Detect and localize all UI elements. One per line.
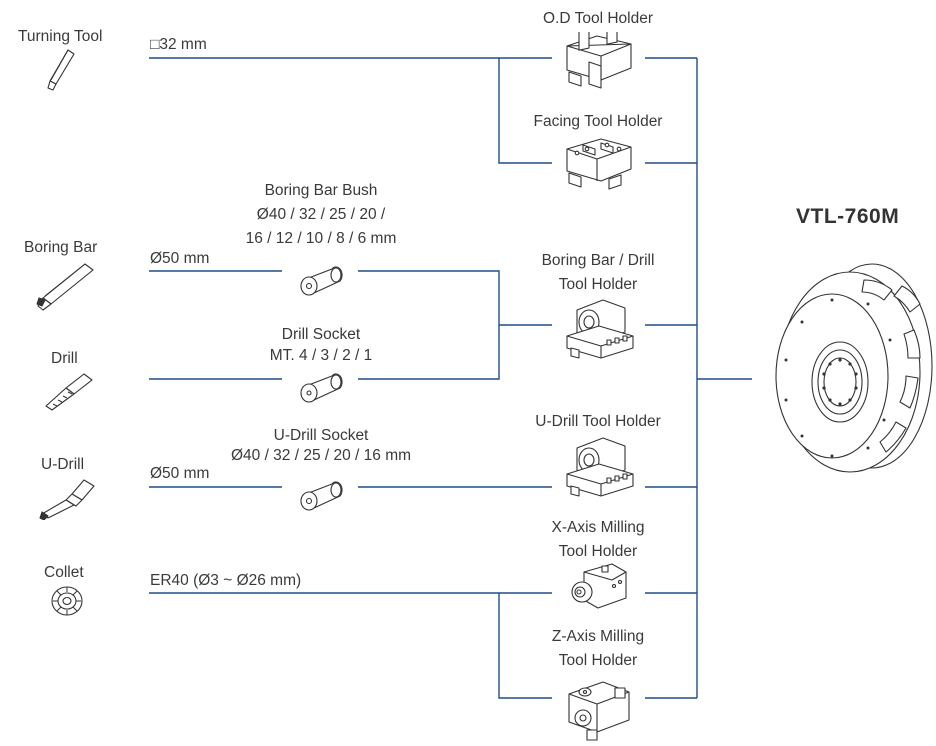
od-holder-label: O.D Tool Holder [543,10,653,27]
udrill-socket-sizes: Ø40 / 32 / 25 / 20 / 16 mm [230,447,412,464]
zmill-holder-label-1: Z-Axis Milling [551,628,645,645]
collet-spec: ER40 (Ø3 ~ Ø26 mm) [150,572,302,589]
xmill-holder-label-2: Tool Holder [558,543,638,560]
udrill-socket-title: U-Drill Socket [273,427,369,444]
drill-icon [44,372,94,412]
boring-bar-icon [33,260,97,314]
drill-socket-sizes: MT. 4 / 3 / 2 / 1 [269,347,373,364]
collet-icon [50,584,84,618]
boring-drill-tool-holder-icon [563,296,637,362]
u-drill-label: U-Drill [41,456,85,473]
boring-spec: Ø50 mm [150,250,210,267]
boring-bush-title: Boring Bar Bush [264,182,378,199]
collet-label: Collet [44,564,84,581]
udrill-holder-label: U-Drill Tool Holder [535,413,661,430]
boring-drill-holder-label-2: Tool Holder [558,276,638,293]
udrill-spec: Ø50 mm [150,465,210,482]
turning-spec: □32 mm [150,36,207,53]
od-tool-holder-icon [561,32,637,90]
facing-tool-holder-icon [561,135,637,193]
u-drill-tool-holder-icon [563,434,637,500]
zmill-holder-label-2: Tool Holder [558,652,638,669]
machine-title: VTL-760M [796,205,900,228]
facing-holder-label: Facing Tool Holder [533,113,663,130]
boring-bush-sizes-2: 16 / 12 / 10 / 8 / 6 mm [245,230,397,247]
turret-icon [772,260,936,476]
drill-socket-title: Drill Socket [281,326,361,343]
turning-tool-label: Turning Tool [18,28,103,45]
turning-tool-icon [44,48,76,92]
z-axis-milling-tool-holder-icon [563,680,635,742]
boring-bar-bush-icon [296,265,348,299]
boring-drill-holder-label-1: Boring Bar / Drill [541,252,655,269]
boring-bush-sizes-1: Ø40 / 32 / 25 / 20 / [256,206,386,223]
u-drill-icon [36,478,96,520]
drill-socket-icon [296,372,348,406]
xmill-holder-label-1: X-Axis Milling [551,519,645,536]
boring-bar-label: Boring Bar [24,239,98,256]
drill-label: Drill [51,350,78,367]
x-axis-milling-tool-holder-icon [568,562,630,612]
facing-branch [498,58,552,164]
u-drill-socket-icon [296,480,348,514]
